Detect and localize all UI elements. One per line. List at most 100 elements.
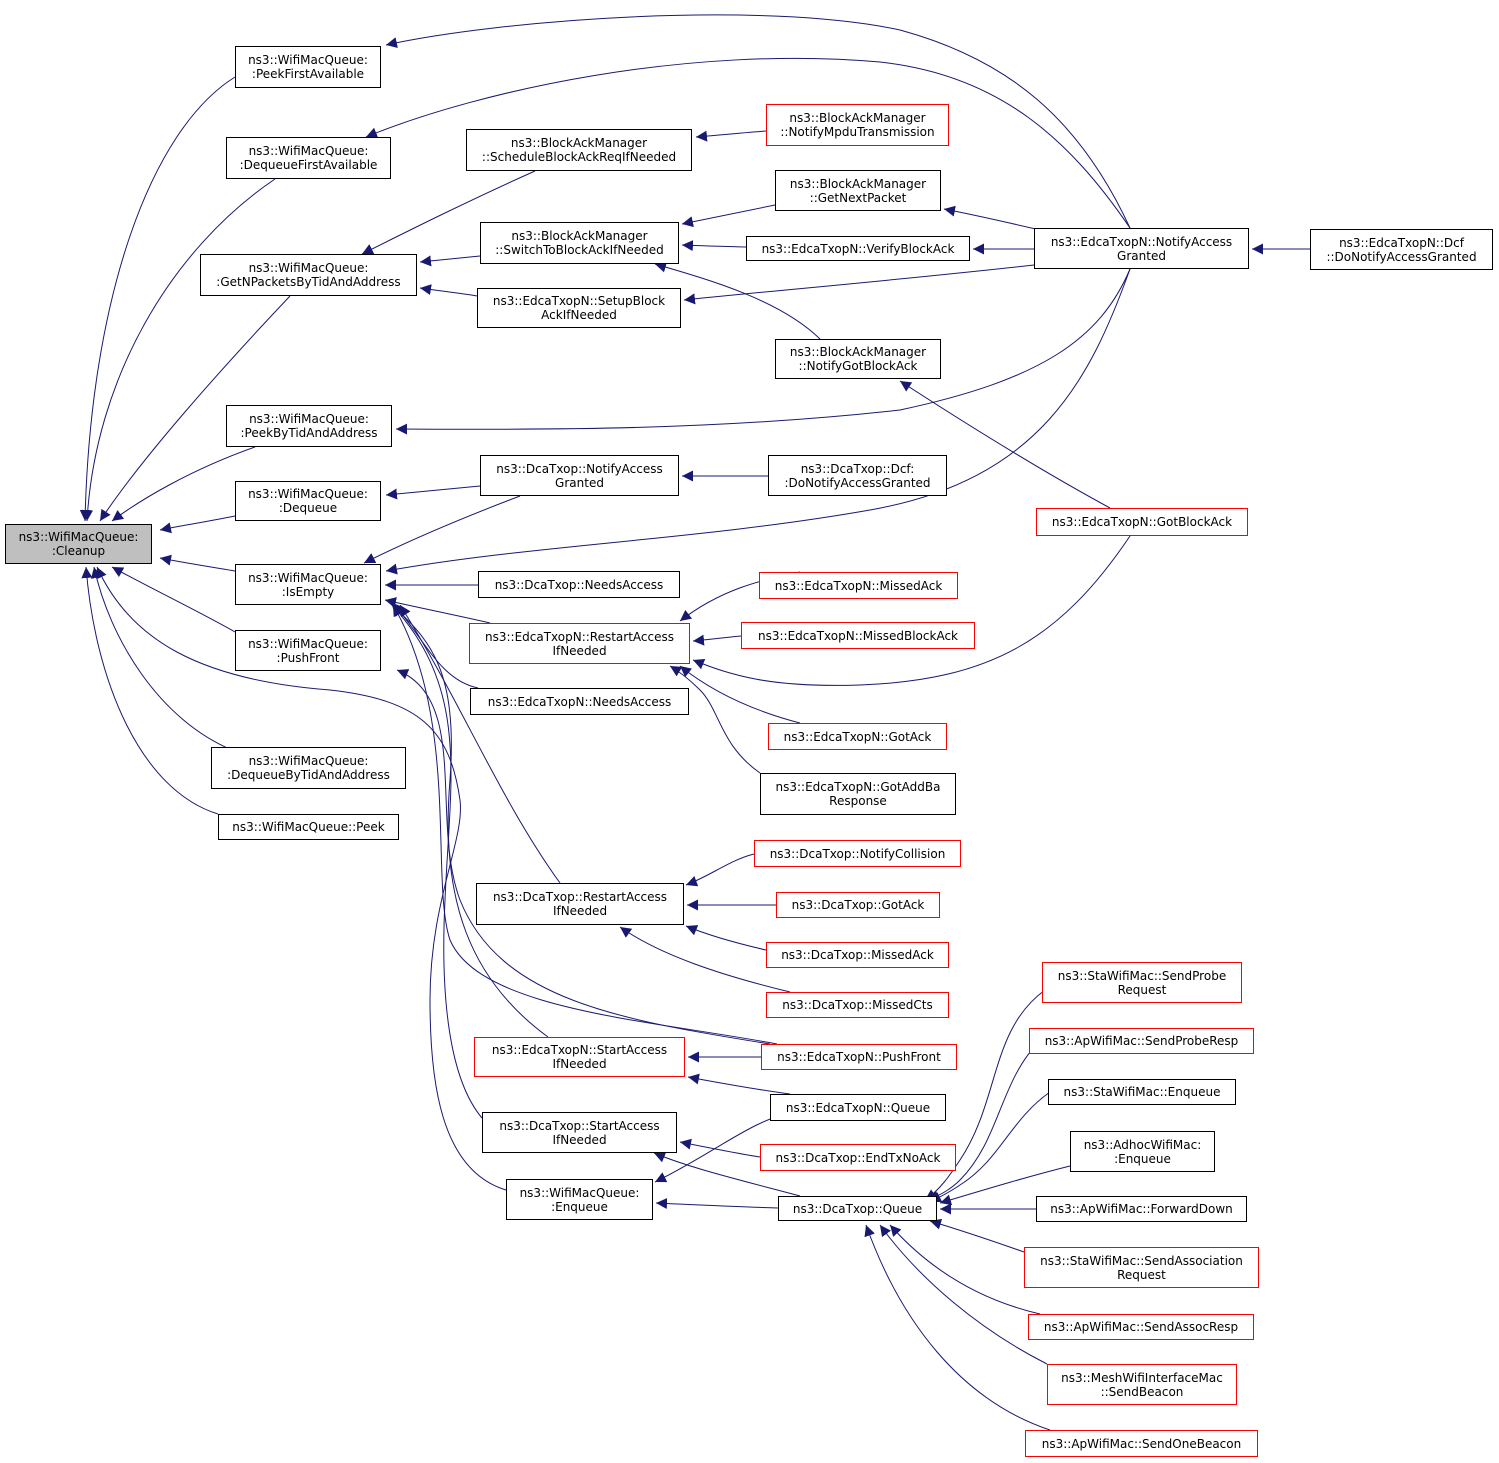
call-edge-switchtoba-to-getnpackets	[419, 255, 481, 267]
function-node-label-line: IfNeeded	[552, 904, 608, 918]
function-node-apsendproberesp[interactable]: ns3::ApWifiMac::SendProbeResp	[1029, 1028, 1254, 1054]
call-edge-schedulebar-to-getnpackets	[361, 170, 536, 255]
call-edge-dequeuebytid-to-cleanup	[90, 566, 233, 751]
function-node-switchtoba[interactable]: ns3::BlockAckManager::SwitchToBlockAckIf…	[480, 222, 679, 264]
function-node-dcamissedcts[interactable]: ns3::DcaTxop::MissedCts	[766, 992, 949, 1018]
function-node-dcaendtxnoack[interactable]: ns3::DcaTxop::EndTxNoAck	[760, 1144, 956, 1171]
function-node-edcamissedack[interactable]: ns3::EdcaTxopN::MissedAck	[759, 572, 958, 599]
call-edge-notifygotba-to-switchtoba	[654, 261, 821, 340]
function-node-label-line: :Cleanup	[51, 544, 106, 558]
function-node-label: ns3::ApWifiMac::ForwardDown	[1050, 1202, 1233, 1216]
function-node-edcadonotify[interactable]: ns3::EdcaTxopN::Dcf::DoNotifyAccessGrant…	[1310, 229, 1493, 270]
call-edge-dequeue-to-cleanup	[159, 515, 236, 534]
function-node-label: ns3::DcaTxop::GotAck	[792, 898, 925, 912]
function-node-label-line: ns3::DcaTxop::NeedsAccess	[494, 577, 664, 592]
function-node-label: ns3::EdcaTxopN::MissedBlockAck	[758, 629, 958, 643]
function-node-verifyba[interactable]: ns3::EdcaTxopN::VerifyBlockAck	[746, 236, 970, 261]
function-node-peek[interactable]: ns3::WifiMacQueue::Peek	[218, 814, 399, 840]
function-node-pushfront[interactable]: ns3::WifiMacQueue::PushFront	[235, 630, 381, 671]
function-node-dcamissedack[interactable]: ns3::DcaTxop::MissedAck	[766, 942, 949, 968]
call-edge-edcanotifyaccess-to-setupba	[683, 264, 1035, 305]
call-edge-dcamissedcts-to-dcarestart	[619, 926, 791, 993]
function-node-getnextpacket[interactable]: ns3::BlockAckManager::GetNextPacket	[775, 170, 941, 211]
function-node-label: ns3::WifiMacQueue::Dequeue	[248, 487, 368, 515]
function-node-edcapushfront[interactable]: ns3::EdcaTxopN::PushFront	[761, 1044, 957, 1070]
function-node-label-line: IfNeeded	[552, 1057, 607, 1071]
function-node-label-line: ns3::EdcaTxopN::PushFront	[777, 1050, 941, 1064]
function-node-dcanotifycoll[interactable]: ns3::DcaTxop::NotifyCollision	[754, 840, 961, 867]
function-node-apsendassocresp[interactable]: ns3::ApWifiMac::SendAssocResp	[1028, 1314, 1254, 1340]
function-node-adhocenqueue[interactable]: ns3::AdhocWifiMac::Enqueue	[1070, 1131, 1215, 1172]
function-node-label-line: ns3::EdcaTxopN::NotifyAccess	[1050, 234, 1233, 249]
function-node-schedulebar[interactable]: ns3::BlockAckManager::ScheduleBlockAckRe…	[466, 129, 692, 171]
call-edge-edcagotaddba-to-edcarestart	[669, 665, 761, 774]
function-node-getnpackets[interactable]: ns3::WifiMacQueue::GetNPacketsByTidAndAd…	[200, 254, 417, 296]
function-node-label-line: ::GetNextPacket	[809, 190, 907, 205]
function-node-label: ns3::WifiMacQueue::DequeueByTidAndAddres…	[227, 754, 390, 782]
function-node-label: ns3::EdcaTxopN::VerifyBlockAck	[762, 242, 955, 256]
function-node-label-line: ns3::EdcaTxopN::VerifyBlockAck	[761, 241, 955, 256]
function-node-staenqueue[interactable]: ns3::StaWifiMac::Enqueue	[1048, 1079, 1236, 1105]
function-node-peekfirst[interactable]: ns3::WifiMacQueue::PeekFirstAvailable	[235, 46, 381, 88]
function-node-notifympdu[interactable]: ns3::BlockAckManager::NotifyMpduTransmis…	[766, 104, 949, 146]
function-node-dcagotack[interactable]: ns3::DcaTxop::GotAck	[776, 892, 940, 918]
function-node-edcaqueue[interactable]: ns3::EdcaTxopN::Queue	[770, 1094, 946, 1121]
function-node-meshsendbeacon[interactable]: ns3::MeshWifiInterfaceMac::SendBeacon	[1047, 1364, 1237, 1405]
function-node-edcamissedba[interactable]: ns3::EdcaTxopN::MissedBlockAck	[741, 622, 975, 649]
function-node-label: ns3::DcaTxop::EndTxNoAck	[776, 1151, 941, 1165]
function-node-label-line: :PushFront	[276, 650, 340, 665]
function-node-label: ns3::EdcaTxopN::GotBlockAck	[1052, 515, 1232, 529]
function-node-gotblockack[interactable]: ns3::EdcaTxopN::GotBlockAck	[1036, 508, 1248, 536]
function-node-dcadonotify[interactable]: ns3::DcaTxop::Dcf::DoNotifyAccessGranted	[768, 455, 947, 496]
function-node-edcagotack[interactable]: ns3::EdcaTxopN::GotAck	[768, 723, 947, 750]
function-node-label-line: :DequeueByTidAndAddress	[227, 768, 390, 782]
function-node-label: ns3::EdcaTxopN::Queue	[786, 1101, 930, 1115]
function-node-isempty[interactable]: ns3::WifiMacQueue::IsEmpty	[235, 564, 381, 605]
function-node-notifygotba[interactable]: ns3::BlockAckManager::NotifyGotBlockAck	[775, 339, 941, 379]
function-node-label: ns3::WifiMacQueue::PeekByTidAndAddress	[240, 412, 377, 440]
function-node-label-line: ns3::DcaTxop::GotAck	[791, 898, 925, 912]
function-node-peekbytid[interactable]: ns3::WifiMacQueue::PeekByTidAndAddress	[226, 405, 392, 447]
function-node-label-line: ::SendBeacon	[1100, 1384, 1184, 1399]
function-node-label: ns3::MeshWifiInterfaceMac::SendBeacon	[1061, 1371, 1223, 1399]
function-node-edcaneedsaccess[interactable]: ns3::EdcaTxopN::NeedsAccess	[470, 688, 689, 715]
function-node-label-line: :Enqueue	[1114, 1151, 1171, 1166]
function-node-label: ns3::EdcaTxopN::PushFront	[777, 1050, 941, 1064]
function-node-label: ns3::WifiMacQueue::Cleanup	[19, 530, 139, 558]
function-node-dequeue[interactable]: ns3::WifiMacQueue::Dequeue	[235, 481, 381, 521]
function-node-cleanup[interactable]: ns3::WifiMacQueue::Cleanup	[5, 524, 152, 564]
function-node-label-line: ns3::AdhocWifiMac:	[1083, 1137, 1202, 1152]
function-node-label-line: ns3::WifiMacQueue:	[248, 754, 369, 768]
function-node-dcaneedsaccess[interactable]: ns3::DcaTxop::NeedsAccess	[478, 571, 680, 598]
function-node-dequeuebytid[interactable]: ns3::WifiMacQueue::DequeueByTidAndAddres…	[211, 747, 406, 789]
function-node-label: ns3::BlockAckManager::SwitchToBlockAckIf…	[495, 229, 664, 257]
function-node-label-line: Granted	[1117, 248, 1166, 263]
function-node-dequeuefirst[interactable]: ns3::WifiMacQueue::DequeueFirstAvailable	[226, 137, 391, 179]
function-node-label: ns3::ApWifiMac::SendProbeResp	[1045, 1034, 1239, 1048]
call-edge-edcagotack-to-edcarestart	[679, 665, 801, 724]
function-node-label-line: ns3::DcaTxop::EndTxNoAck	[775, 1150, 941, 1165]
function-node-label-line: ns3::WifiMacQueue:	[249, 412, 369, 426]
function-node-label-line: ns3::DcaTxop::MissedCts	[782, 998, 933, 1012]
function-node-label: ns3::BlockAckManager::GetNextPacket	[790, 177, 926, 205]
function-node-apsendonebeacon[interactable]: ns3::ApWifiMac::SendOneBeacon	[1025, 1430, 1258, 1457]
function-node-enqueue[interactable]: ns3::WifiMacQueue::Enqueue	[506, 1179, 653, 1220]
function-node-apforwarddown[interactable]: ns3::ApWifiMac::ForwardDown	[1036, 1196, 1247, 1222]
function-node-dcaqueue[interactable]: ns3::DcaTxop::Queue	[778, 1196, 937, 1221]
function-node-label: ns3::WifiMacQueue::Enqueue	[520, 1186, 640, 1214]
function-node-label-line: ns3::WifiMacQueue:	[248, 570, 368, 585]
function-node-label-line: ns3::EdcaTxopN::NeedsAccess	[487, 694, 672, 709]
function-node-label-line: ::DoNotifyAccessGranted	[1326, 249, 1477, 264]
